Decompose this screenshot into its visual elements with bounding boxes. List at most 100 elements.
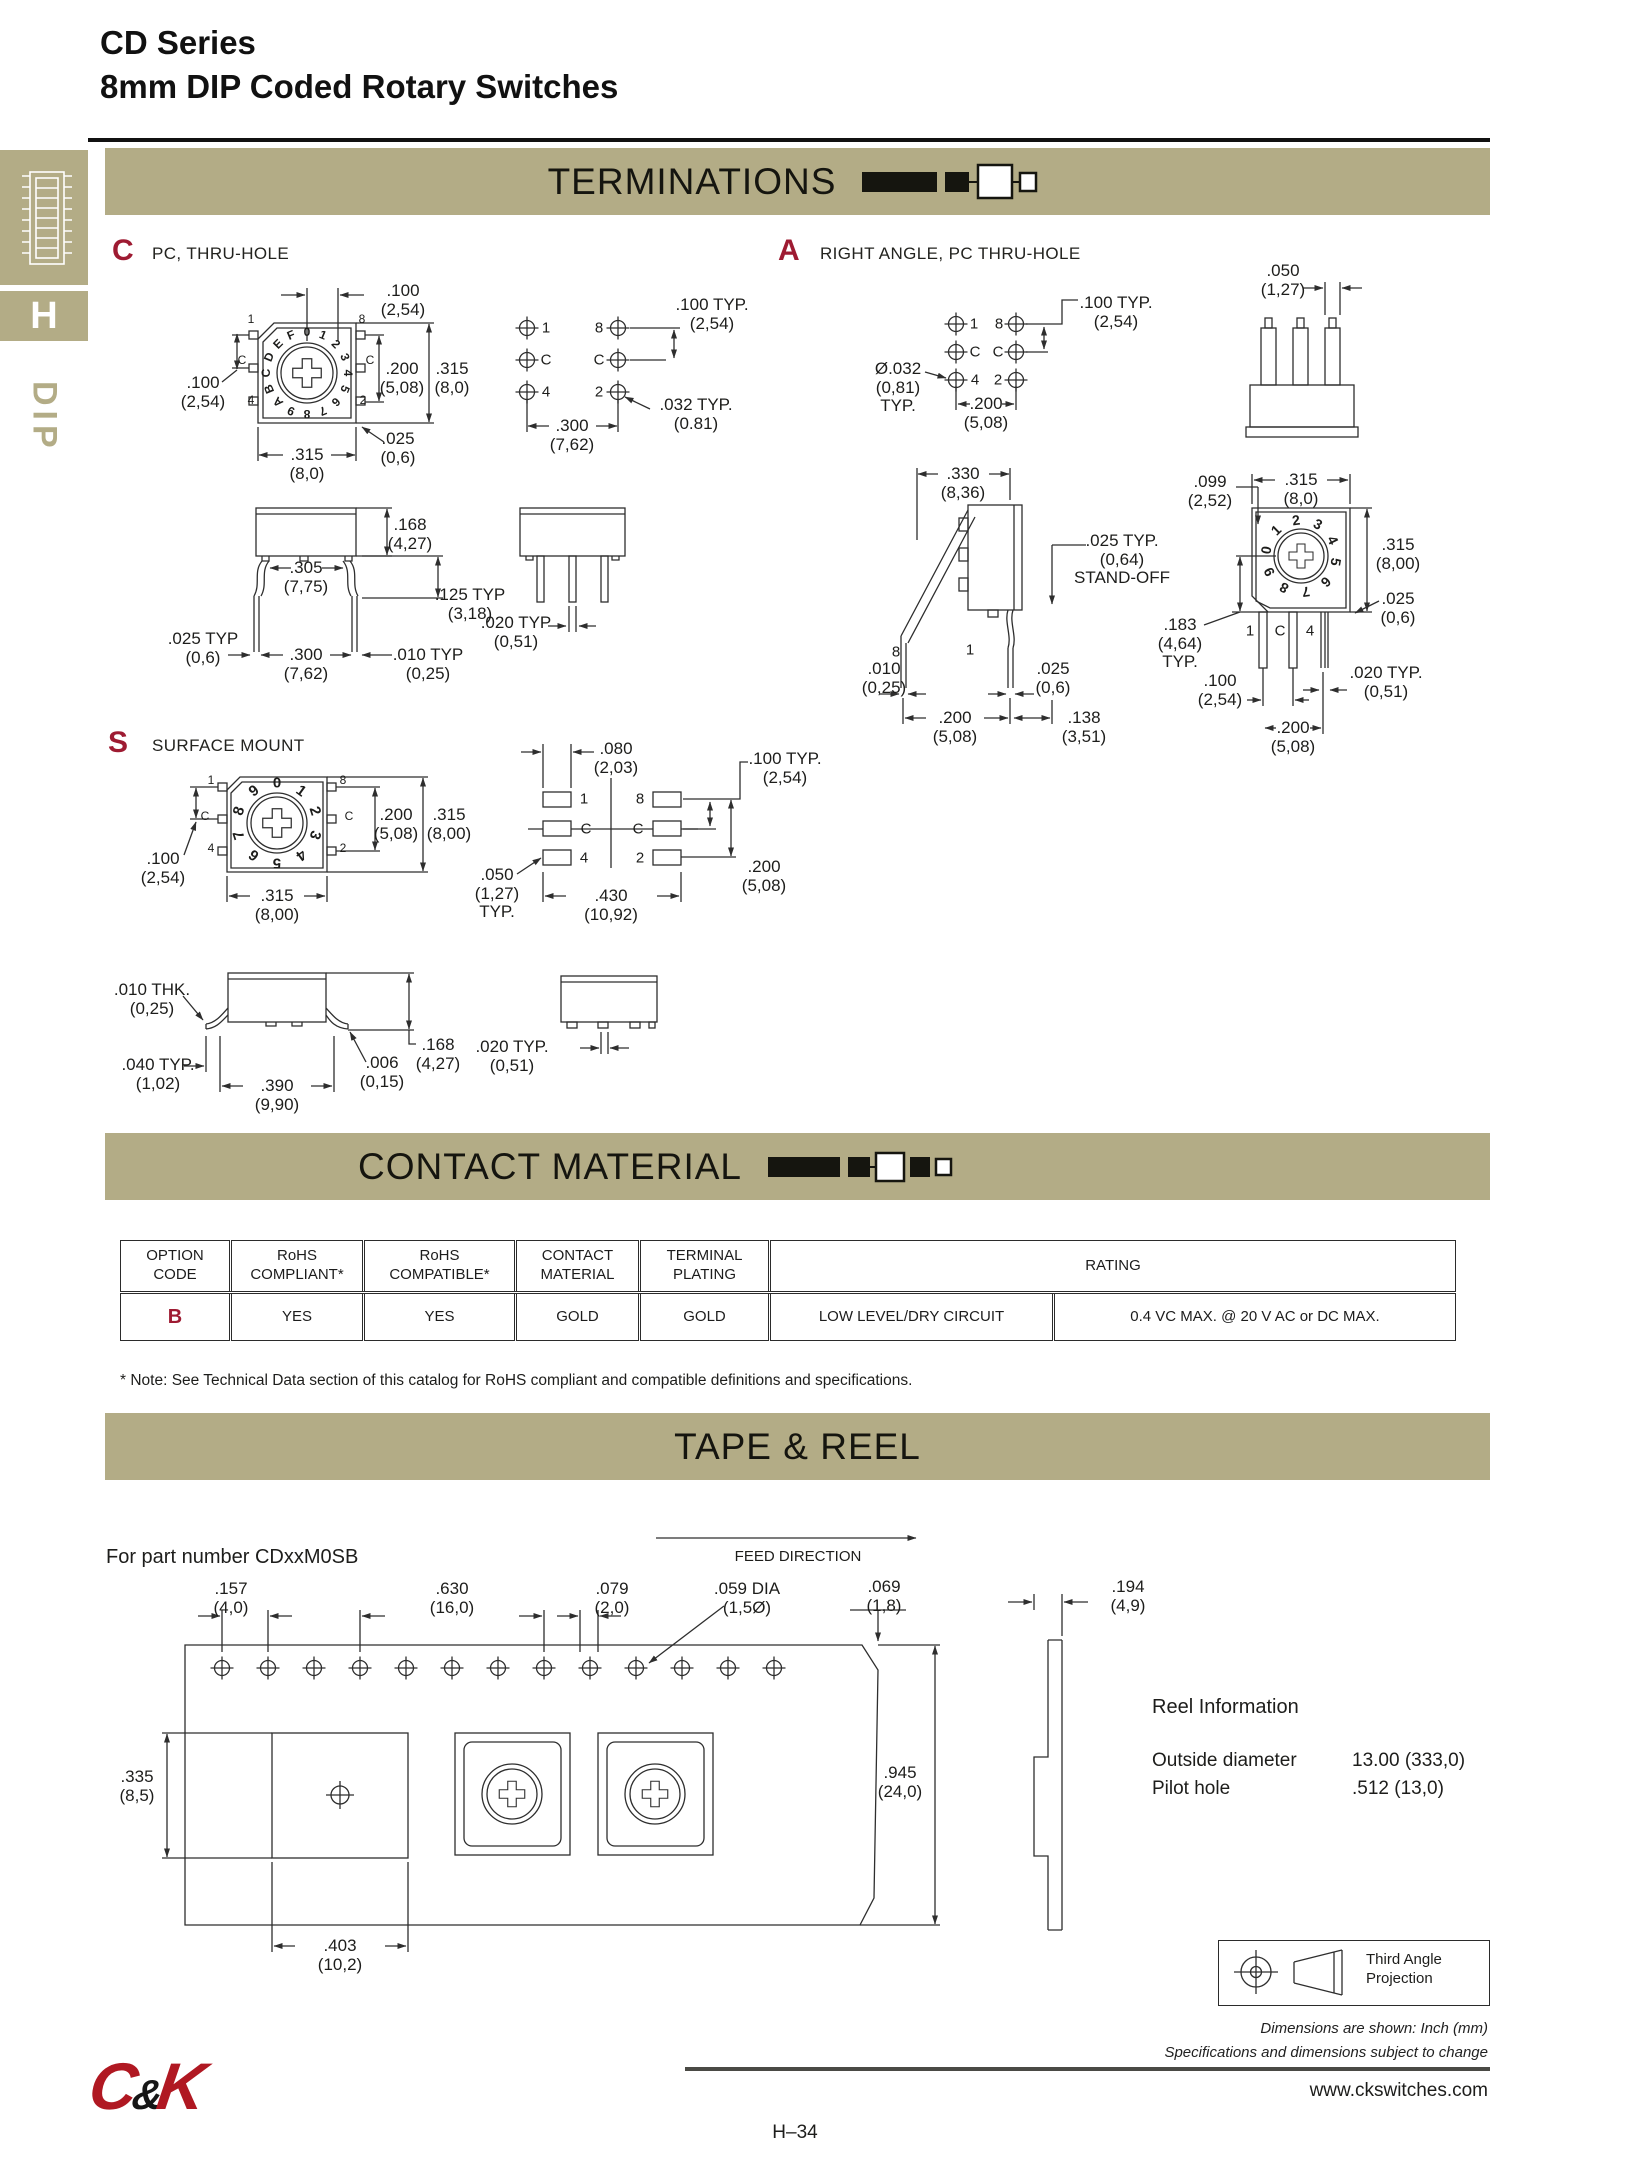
sidebar-category-label: DIP [25,381,64,453]
dim-label: .305(7,75) [283,558,329,596]
dim-label: .315(8,0) [1283,470,1319,508]
dim-label: .403(10,2) [317,1936,363,1974]
dial-char: 8 [303,407,311,421]
pad-label: 4 [579,849,589,867]
dim-label: .315(8,00) [426,805,472,843]
dim-label: .006(0,15) [359,1053,405,1091]
dial-char: 3 [305,828,325,842]
ck-logo: C&K [84,2049,211,2123]
dim-label: .138(3,51) [1061,708,1107,746]
pad-label: 2 [635,849,645,867]
dim-label: .100 TYP.(2,54) [1079,293,1153,331]
pin-label: C [237,353,247,367]
dim-label: .100 TYP.(2,54) [675,295,749,333]
pin-label: 4 [207,841,215,855]
dim-label: .059 DIA(1,5Ø) [713,1579,781,1617]
dim-label: .080(2,03) [593,739,639,777]
dial-char: 8 [229,804,249,818]
dim-label: .200(5,08) [373,805,419,843]
section-c-code: C [112,234,134,267]
dial-char: F [285,327,298,343]
tape-reel-banner: TAPE & REEL [105,1413,1490,1480]
dim-label: .315(8,00) [254,886,300,924]
website-link[interactable]: www.ckswitches.com [1309,2080,1488,2101]
pad-label: C [593,351,605,369]
dial-char: D [260,350,278,364]
cell-terminal-plating: GOLD [638,1292,770,1341]
dim-label: .040 TYP.(1,02) [121,1055,195,1093]
dim-label: .390(9,90) [254,1076,300,1114]
dial-char: 0 [272,774,282,792]
dial-char: A [269,393,287,411]
dial-char: 7 [229,828,249,842]
pin-label: 8 [358,312,366,326]
dim-label: .125 TYP(3,18) [434,585,506,623]
dial-char: 4 [341,369,355,377]
dim-label: .157(4,0) [213,1579,249,1617]
section-a-title: RIGHT ANGLE, PC THRU-HOLE [820,244,1081,263]
dial-char: 7 [316,403,329,419]
dial-char: 6 [328,394,344,410]
sidebar-tab-letter: H [30,294,58,337]
pad-label: 8 [594,319,604,337]
section-a-code: A [778,234,800,267]
dim-label: .025 TYP(0,6) [167,629,239,667]
dim-label: .335(8,5) [119,1767,155,1805]
pad-label: 8 [635,790,645,808]
cell-rohs-compliant: YES [229,1292,364,1341]
section-s-code: S [108,726,129,759]
pin-label: 1 [1245,622,1255,640]
section-c-title: PC, THRU-HOLE [152,244,290,263]
dim-label: .100 TYP.(2,54) [748,749,822,787]
projection-label-line1: Third Angle [1366,1951,1442,1968]
dim-label: .168(4,27) [415,1035,461,1073]
dim-label: .069(1,8) [866,1577,902,1615]
dial-char: 6 [1317,573,1335,591]
pad-label: C [580,820,592,838]
pin-label: 1 [207,773,215,787]
pin-label: 1 [965,641,975,659]
pin-label: 2 [359,393,367,407]
part-number-position-icon [767,1151,953,1182]
dial-char: 9 [245,781,262,800]
dim-label: .010 THK.(0,25) [113,980,191,1018]
dial-char: 5 [337,382,353,395]
projection-label-line2: Projection [1366,1970,1433,1987]
dim-label: .032 TYP.(0.81) [659,395,733,433]
dim-label: .010(0,25) [861,659,907,697]
page-title-line2: 8mm DIP Coded Rotary Switches [100,68,619,105]
pad-label: 8 [994,315,1004,333]
cell-rohs-compatible: YES [362,1292,516,1341]
dial-char: 3 [1310,515,1326,534]
part-number-line: For part number CDxxM0SB [106,1546,359,1568]
dim-label: .200(5,08) [963,394,1009,432]
dim-label: .025(0,6) [380,429,416,467]
pad-label: 1 [541,319,551,337]
dial-char: 6 [245,846,262,865]
dim-label: .200(5,08) [741,857,787,895]
pin-label: 8 [339,773,347,787]
pin-label: C [344,809,354,823]
pad-label: 1 [579,790,589,808]
dim-label: .200(5,08) [379,359,425,397]
dial-char: 1 [292,781,309,800]
dial-char: 0 [1257,544,1275,555]
dim-label: .025(0,6) [1035,659,1071,697]
dial-char: B [260,382,278,396]
dip-switch-icon [22,171,72,265]
cell-rating-circuit: LOW LEVEL/DRY CIRCUIT [768,1292,1054,1341]
part-number-position-icon [862,163,1038,199]
dial-char: C [259,368,273,378]
dial-char: 4 [1324,533,1343,548]
dim-label: .010 TYP(0,25) [392,645,464,683]
dim-label: .100(2,54) [140,849,186,887]
dim-label: .020 TYP(0,51) [480,613,552,651]
dim-label: .100(2,54) [1197,671,1243,709]
dim-label: .430(10,92) [584,886,638,924]
dim-label: .200(5,08) [1270,718,1316,756]
